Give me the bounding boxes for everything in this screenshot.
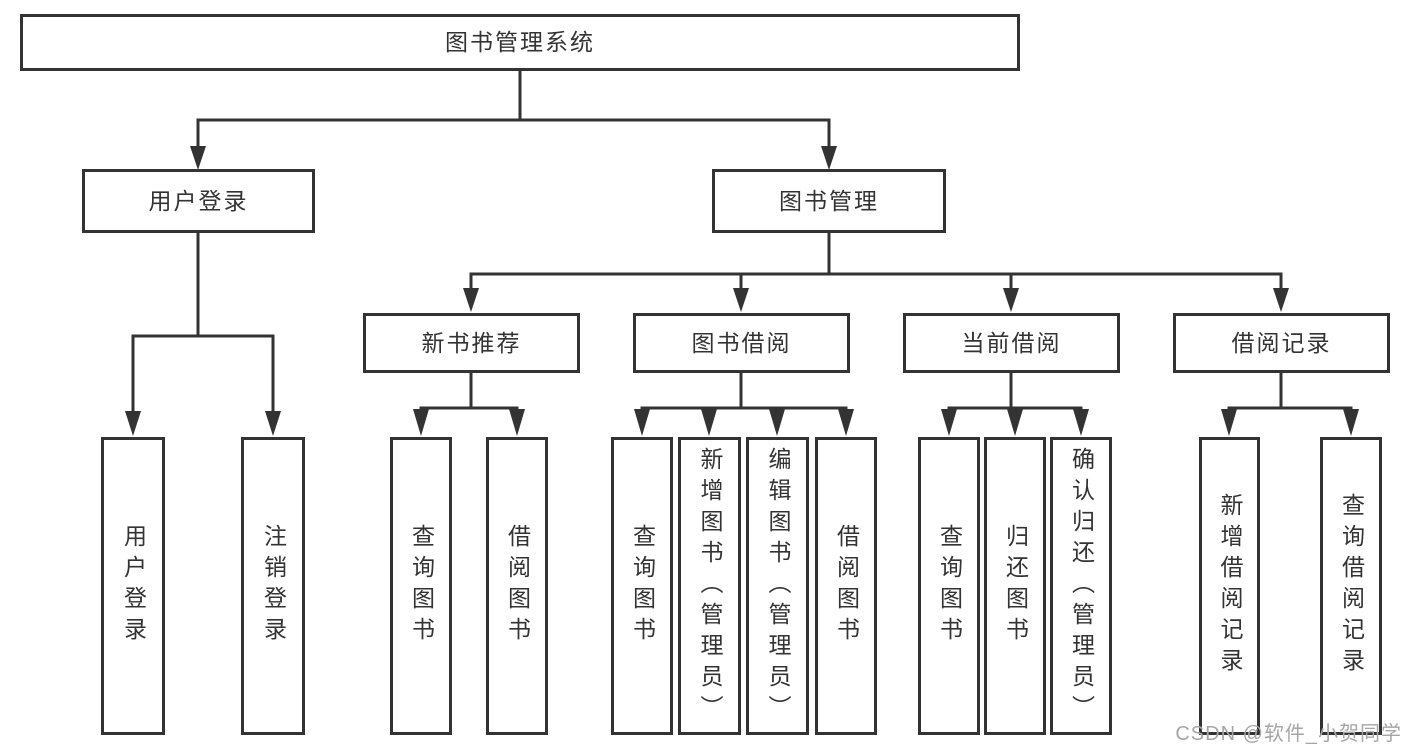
node-label: 图书管理 [779,187,879,214]
node-label: 图书借阅 [691,329,792,356]
leaf-return-books: 归还图书 [984,437,1046,735]
node-user-login: 用户登录 [82,169,315,233]
leaf-confirm-return-admin: 确认归还（管理员） [1050,437,1112,735]
node-new-book-recommend: 新书推荐 [363,313,580,373]
node-label: 查询借阅记录 [1338,493,1365,679]
node-label: 新增图书（管理员） [697,446,723,726]
node-label: 借阅图书 [833,524,860,648]
leaf-borrow-books-recommend: 借阅图书 [486,437,548,735]
leaf-borrow-books-borrowing: 借阅图书 [815,437,877,735]
node-label: 借阅图书 [504,524,531,648]
leaf-user-login: 用户登录 [101,437,165,735]
node-root: 图书管理系统 [20,14,1020,71]
node-label: 图书管理系统 [445,29,595,55]
leaf-logout: 注销登录 [241,437,305,735]
node-borrowing-records: 借阅记录 [1173,313,1390,373]
leaf-edit-book-admin: 编辑图书（管理员） [746,437,809,735]
node-label: 查询图书 [936,524,963,648]
leaf-query-books-borrowing: 查询图书 [611,437,673,735]
node-label: 用户登录 [120,524,147,648]
arrowheads [125,146,1359,436]
node-book-management: 图书管理 [712,169,946,233]
node-label: 新书推荐 [421,329,522,356]
node-label: 注销登录 [260,524,287,648]
leaf-add-borrow-record: 新增借阅记录 [1199,437,1260,735]
node-label: 确认归还（管理员） [1068,446,1095,726]
node-label: 查询图书 [408,524,435,648]
node-label: 查询图书 [629,524,656,648]
watermark-text: CSDN @软件_小贺同学 [1175,723,1402,745]
node-label: 借阅记录 [1231,329,1332,356]
node-label: 归还图书 [1002,524,1029,648]
leaf-add-book-admin: 新增图书（管理员） [678,437,741,735]
node-label: 用户登录 [148,187,249,214]
leaf-query-books-recommend: 查询图书 [390,437,452,735]
node-current-borrowing: 当前借阅 [903,313,1120,373]
leaf-query-books-current: 查询图书 [918,437,980,735]
leaf-query-borrow-record: 查询借阅记录 [1320,437,1382,735]
node-label: 新增借阅记录 [1217,493,1243,679]
node-label: 编辑图书（管理员） [765,446,791,726]
node-label: 当前借阅 [961,329,1062,356]
node-book-borrowing: 图书借阅 [633,313,850,373]
